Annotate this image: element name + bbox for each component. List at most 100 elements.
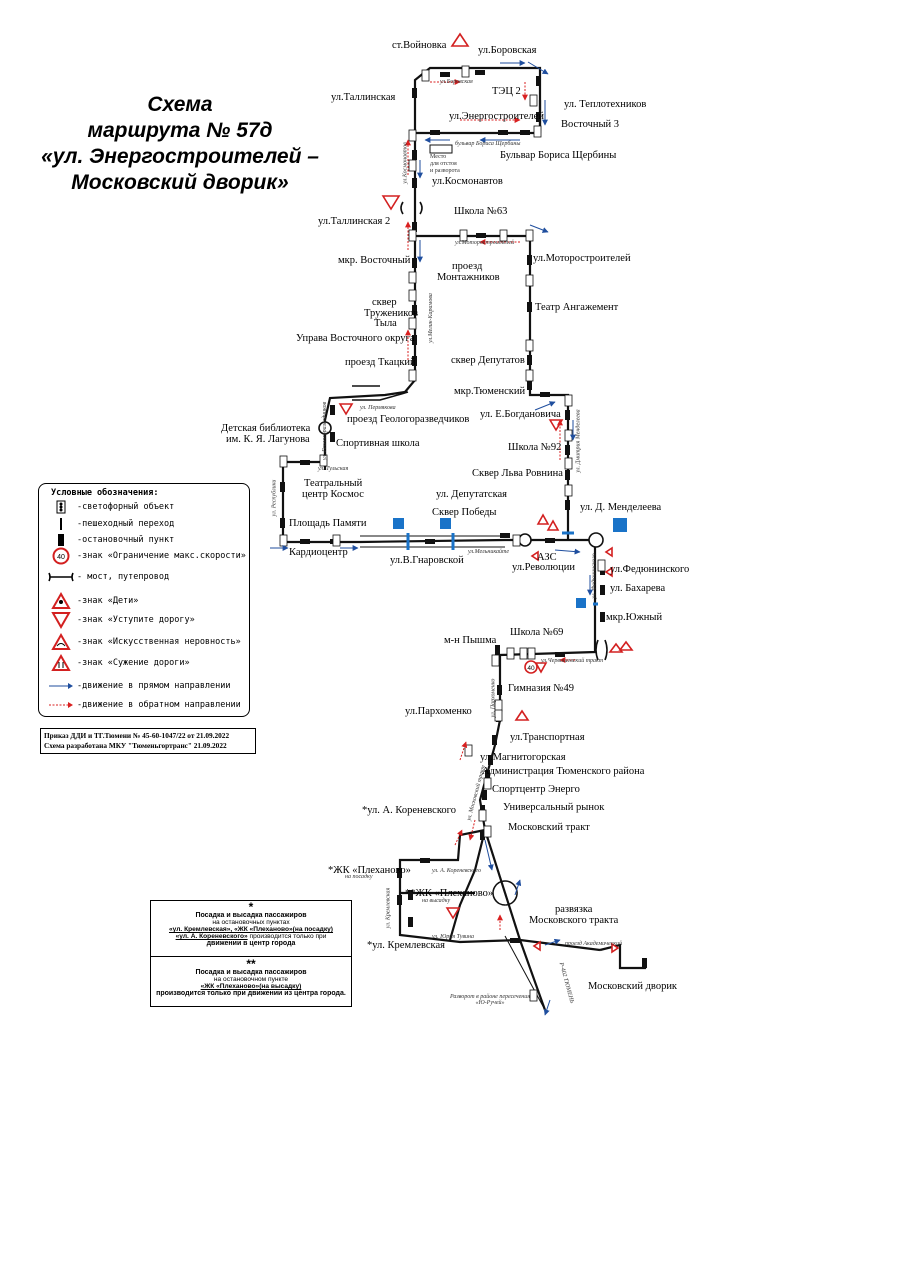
legend-item: -пешеходный переход [47, 515, 174, 533]
street-label: на посадку [345, 874, 373, 880]
bridge-icon [47, 570, 75, 584]
stop-label: ул.Федюнинского [610, 564, 690, 575]
svg-text:40: 40 [527, 665, 535, 672]
stop-label: Театр Ангажемент [535, 302, 619, 313]
stop-label: Восточный 3 [561, 119, 620, 130]
stop-label: Спортцентр Энерго [492, 784, 580, 795]
stop-label: Московский дворик [588, 981, 678, 992]
stop-label: Управа Восточного округа [296, 333, 415, 344]
stop-label: АЗС [537, 552, 557, 563]
map-title: Схема маршрута № 57д «ул. Энергостроител… [30, 92, 330, 196]
street-label: ул. Кремлевская [385, 887, 392, 929]
street-label: ул.Космонавтов [402, 142, 409, 184]
stop-label: развязка [555, 904, 593, 915]
stop-label: ул.Транспортная [510, 732, 585, 743]
yield-sign-icon [47, 611, 75, 629]
bump-sign-icon [47, 633, 75, 651]
street-label: проезд Академический [565, 941, 623, 947]
legend-item: -знак «Уступите дорогу» [47, 611, 195, 629]
stop-label: ст.Войновка [392, 40, 447, 51]
stop-label: проезд [452, 261, 483, 272]
crosswalk-icon [47, 517, 75, 531]
note-heading-2: Посадка и высадка пассажиров [195, 969, 307, 976]
stop-label: Площадь Памяти [289, 518, 367, 529]
reverse-arrows [405, 79, 575, 930]
title-line-4: Московский дворик» [71, 171, 289, 194]
title-line-3: «ул. Энергостроителей – [41, 145, 319, 168]
note-heading-1: Посадка и высадка пассажиров [195, 912, 307, 919]
stop-label: ул.В.Гнаровской [390, 555, 464, 566]
legend-item: 40 -знак «Ограничение макс.скорости» [47, 547, 246, 565]
forward-arrow-icon [47, 682, 75, 690]
stop-label: Тыла [374, 318, 397, 329]
street-label: ул.Боровская [440, 79, 473, 85]
stop-label: Тружеников [364, 308, 419, 319]
stop-label: проезд Геологоразведчиков [347, 414, 470, 425]
legend-item: -остановочный пункт [47, 531, 174, 549]
depot-label: для отстоя [430, 161, 457, 167]
stop-label: Детская библиотека [221, 423, 311, 434]
svg-text:40: 40 [57, 554, 65, 561]
stop-label: мкр. Восточный [338, 255, 411, 266]
stop-label: Школа №92 [508, 442, 562, 453]
depot-label: Место [430, 154, 447, 160]
note-star-1: * [248, 900, 254, 914]
narrowing-sign-icon [47, 654, 75, 672]
speed-limit-icon: 40 [47, 547, 75, 565]
reverse-arrow-icon [47, 701, 75, 709]
legend-item: -светофорный объект [47, 498, 174, 516]
street-label: ул. Пермякова [360, 405, 396, 411]
stop-label: ТЭЦ 2 [492, 86, 521, 97]
depot-label: и разворота [430, 168, 460, 174]
order-line-2: Схема разработана МКУ "Тюменьгортранс" 2… [44, 741, 227, 750]
roundabout [318, 421, 604, 906]
stop-label: ул.Космонавтов [432, 176, 503, 187]
stop-label: ул. Е.Богдановича [480, 409, 561, 420]
stop-label: ул.Магнитогорская [480, 752, 566, 763]
stop-label: *ул. Кремлевская [367, 940, 445, 951]
note-star-2: ** [246, 957, 256, 971]
traffic-light-icon [47, 500, 75, 514]
traffic-lights [279, 65, 606, 1002]
street-label: ул. А. Кореневского [432, 868, 481, 874]
legend-item: -знак «Сужение дороги» [47, 654, 190, 672]
stop-label: ул. Бахарева [610, 583, 666, 594]
stop-label: ул. Теплотехников [564, 99, 647, 110]
turnaround-label: Разворот в районе пересечения «Ю-Ручей» [449, 994, 531, 1006]
street-label: ул. Пархоменко [490, 678, 497, 718]
stop-label: Монтажников [437, 272, 500, 283]
stop-label: Московский тракт [508, 822, 590, 833]
stop-label: Кардиоцентр [289, 547, 348, 558]
stop-label: ул.Энергостроителей [449, 111, 544, 122]
legend-item: -знак «Дети» [47, 592, 138, 610]
stop-label: ул. Д. Менделеева [580, 502, 662, 513]
title-line-1: Схема [147, 93, 213, 116]
stop-label: ул.Моторостроителей [533, 253, 631, 264]
stop-label: Московского тракта [529, 915, 619, 926]
stop-label: мкр.Южный [606, 612, 663, 623]
street-label: ул. Тульская [318, 466, 349, 472]
stop-label: ул.Боровская [478, 45, 537, 56]
stop-label: ул.Революции [512, 562, 575, 573]
stop-label: *ЖК «Плеханово» [328, 865, 411, 876]
stop-label: Школа №69 [510, 627, 564, 638]
legend-item: -движение в прямом направлении [47, 677, 231, 695]
street-label: на высадку [422, 898, 451, 904]
stop-label: м-н Пышма [444, 635, 497, 646]
street-label: ул.Мелик-Карамова [427, 293, 434, 343]
stop-label: Спортивная школа [336, 438, 420, 449]
street-label: ул.Червишевский тракт [541, 658, 604, 664]
stop-label: ул.Таллинская [331, 92, 396, 103]
stop-icon [47, 533, 75, 547]
road-signs [338, 32, 634, 954]
title-line-2: маршрута № 57д [87, 119, 273, 142]
stop-label: Сквер Победы [432, 507, 497, 518]
street-label: ул. Федюнинского [591, 553, 598, 599]
street-label: ул.Мельникайте [468, 549, 510, 555]
stop-label: проезд Ткацкий [345, 357, 416, 368]
street-label: ул. Республики [271, 479, 278, 517]
stop-label: **ЖК «Плеханово» [405, 888, 494, 899]
stop-label: Сквер Льва Ровнина [472, 468, 563, 479]
stop-label: Администрация Тюменского района [482, 766, 645, 777]
